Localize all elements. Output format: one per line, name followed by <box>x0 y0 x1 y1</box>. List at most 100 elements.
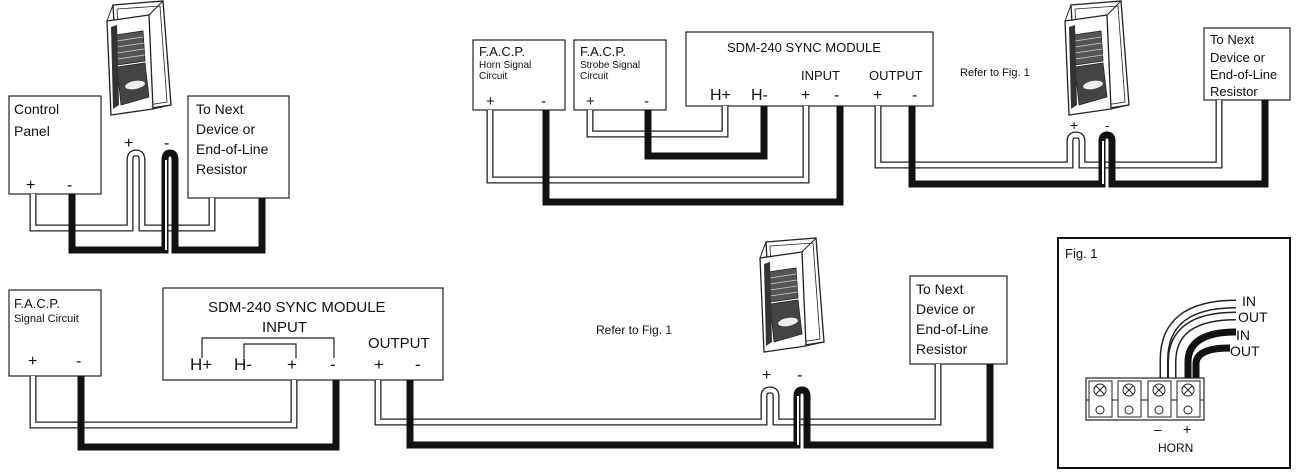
facp-horn-minus: - <box>541 93 546 110</box>
diagram-3-input-positive-wire <box>29 376 298 429</box>
sync-module-title-top: SDM-240 SYNC MODULE <box>727 40 881 55</box>
facp-strobe-title: F.A.C.P. <box>580 44 626 59</box>
next-device-2-line-4: Resistor <box>1210 84 1258 99</box>
fig-1-out-2: OUT <box>1230 343 1260 359</box>
sync-module-out-plus-top: + <box>873 87 882 104</box>
diagram-2: F.A.C.P. Horn Signal Circuit + - F.A.C.P… <box>472 0 1291 206</box>
facp-horn-plus: + <box>486 93 495 110</box>
next-device-3-line-3: End-of-Line <box>916 321 989 337</box>
facp-horn-box <box>472 39 566 111</box>
sync-module-in-plus-top: + <box>801 87 810 104</box>
fig-1-wires <box>1159 299 1237 378</box>
control-panel-label-2: Panel <box>14 123 50 139</box>
facp-signal-box <box>8 289 102 377</box>
diagram-2-output-negative-wire <box>908 100 1269 188</box>
sync-module-out-plus-bottom: + <box>374 355 384 374</box>
sync-module-input-top: INPUT <box>801 68 840 83</box>
sync-module-h-minus-top: H- <box>751 87 768 104</box>
horn-device-1 <box>106 0 172 116</box>
diagram-2-strobe-negative-wire <box>644 106 768 160</box>
diagram-1: Control Panel + - To Next Device or End-… <box>8 0 290 254</box>
next-device-1-line-3: End-of-Line <box>196 141 269 157</box>
facp-strobe-line-1: Strobe Signal <box>580 60 640 71</box>
fig-1-in-2: IN <box>1236 327 1250 343</box>
jumper-h-minus-input-plus <box>243 343 297 358</box>
sync-module-out-minus-bottom: - <box>415 355 421 374</box>
facp-signal-line-1: Signal Circuit <box>14 313 79 325</box>
diagram-1-negative-wire <box>68 149 266 254</box>
facp-horn-line-2: Circuit <box>479 71 508 82</box>
fig-1-terminal-4 <box>1176 380 1201 418</box>
sync-module-box-bottom <box>162 287 444 381</box>
diagram-3-input-negative-wire <box>77 376 340 451</box>
sync-module-h-minus-bottom: H- <box>234 355 252 374</box>
next-device-2-line-2: Device or <box>1210 50 1266 65</box>
device-3-minus: - <box>797 367 802 384</box>
fig-1-plus: + <box>1183 421 1191 437</box>
fig-1-in-1: IN <box>1242 293 1256 309</box>
facp-horn-title: F.A.C.P. <box>479 44 525 59</box>
sync-module-title-bottom: SDM-240 SYNC MODULE <box>208 299 386 316</box>
sync-module-output-bottom: OUTPUT <box>368 335 430 352</box>
control-panel-box <box>8 95 102 195</box>
jumper-h-plus-input-minus <box>201 337 335 358</box>
device-2-minus: - <box>1105 117 1110 133</box>
diagram-3: F.A.C.P. Signal Circuit + - SDM-240 SYNC… <box>8 237 1008 451</box>
diagram-2-horn-positive-wire <box>486 106 810 184</box>
sync-module-h-plus-bottom: H+ <box>190 355 212 374</box>
next-device-2-line-3: End-of-Line <box>1210 67 1277 82</box>
device-2-plus: + <box>1070 117 1078 133</box>
sync-module-in-minus-bottom: - <box>330 355 336 374</box>
next-device-1-line-2: Device or <box>196 121 255 137</box>
next-device-box-1 <box>187 95 290 199</box>
next-device-1-line-4: Resistor <box>196 161 248 177</box>
facp-strobe-line-2: Circuit <box>580 71 609 82</box>
diagram-3-output-positive-wire <box>374 364 942 426</box>
next-device-box-2 <box>1203 27 1291 101</box>
diagram-3-output-negative-wire <box>406 364 994 449</box>
control-panel-minus: - <box>67 177 72 194</box>
fig-1-inset: Fig. 1 IN OUT IN OUT <box>1057 237 1291 469</box>
sync-module-output-top: OUTPUT <box>869 68 923 83</box>
sync-module-input-bottom: INPUT <box>262 319 307 336</box>
diagram-1-positive-wire <box>29 149 216 232</box>
horn-device-3 <box>759 237 825 353</box>
sync-module-box-top <box>685 31 934 107</box>
sync-module-in-plus-bottom: + <box>287 355 297 374</box>
facp-strobe-plus: + <box>586 93 595 110</box>
fig-1-terminal-block <box>1085 377 1205 421</box>
device-3-plus: + <box>762 367 771 384</box>
device-1-minus: - <box>164 135 169 152</box>
control-panel-label-1: Control <box>14 101 59 117</box>
device-1-plus: + <box>124 135 133 152</box>
sync-module-h-plus-top: H+ <box>710 87 731 104</box>
next-device-3-line-1: To Next <box>916 281 964 297</box>
fig-1-minus: – <box>1154 421 1162 437</box>
diagram-2-horn-negative-wire <box>542 106 844 206</box>
next-device-3-line-4: Resistor <box>916 341 968 357</box>
next-device-1-line-1: To Next <box>196 101 244 117</box>
facp-signal-minus: - <box>76 353 81 370</box>
fig-1-out-1: OUT <box>1238 309 1268 325</box>
fig-1-terminal-3 <box>1147 380 1172 418</box>
diagram-2-strobe-positive-wire <box>586 106 729 138</box>
fig-1-terminal-2 <box>1117 380 1142 418</box>
control-panel-plus: + <box>26 177 35 194</box>
facp-strobe-box <box>573 39 667 111</box>
sync-module-in-minus-top: - <box>834 87 839 104</box>
next-device-3-line-2: Device or <box>916 301 975 317</box>
fig-1-horn-label: HORN <box>1158 441 1193 455</box>
fig-1-title: Fig. 1 <box>1065 246 1098 261</box>
horn-device-2 <box>1064 0 1130 116</box>
facp-horn-line-1: Horn Signal <box>479 60 531 71</box>
facp-signal-plus: + <box>28 353 37 370</box>
fig-1-terminal-1 <box>1088 380 1113 418</box>
facp-strobe-minus: - <box>644 93 649 110</box>
refer-fig-1-top: Refer to Fig. 1 <box>960 67 1030 79</box>
next-device-box-3 <box>909 275 1008 365</box>
facp-signal-title: F.A.C.P. <box>14 296 60 311</box>
refer-fig-1-bottom: Refer to Fig. 1 <box>596 323 672 337</box>
next-device-2-line-1: To Next <box>1210 32 1254 47</box>
